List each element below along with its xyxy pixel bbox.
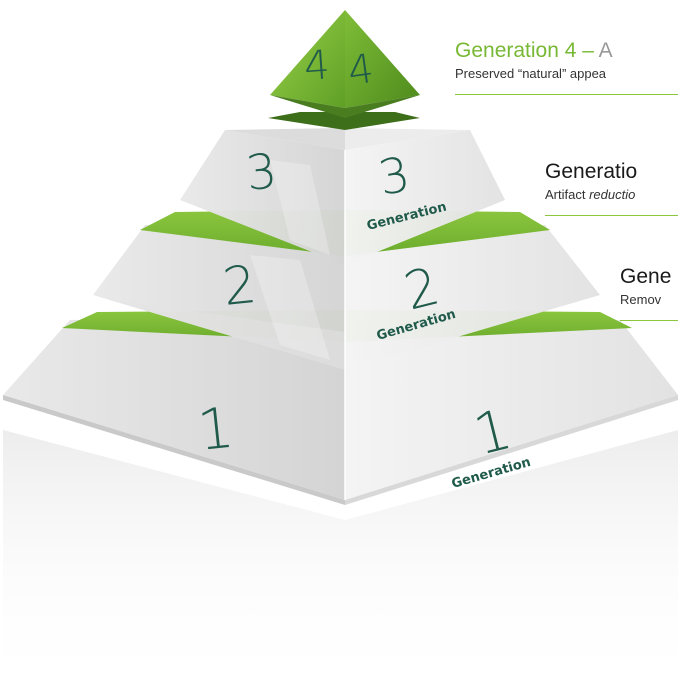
level-4-right-numeral: 4 <box>345 46 377 95</box>
level-1-left-numeral: 1 <box>195 396 237 464</box>
caption-3-title: Generatio <box>545 160 638 183</box>
caption-2-desc: Remov <box>620 292 662 307</box>
caption-generation-4: Generation 4 – A Preserved “natural” app… <box>455 39 678 95</box>
pyramid-reflection <box>3 430 678 693</box>
caption-3-desc-italic: reductio <box>589 187 636 202</box>
caption-4-divider <box>455 94 678 95</box>
caption-2-divider <box>620 320 678 321</box>
caption-2-title: Gene <box>620 265 672 288</box>
caption-generation-3: Generatio Artifact reductio <box>545 160 678 216</box>
caption-4-dash: – <box>576 39 599 62</box>
level-4-left-numeral: 4 <box>302 42 331 90</box>
green-band-3 <box>268 112 420 130</box>
pyramid-cap-4 <box>270 10 420 118</box>
pyramid-level-1 <box>3 318 678 505</box>
level-3-left-numeral: 3 <box>243 143 279 202</box>
caption-3-desc-plain: Artifact <box>545 187 590 202</box>
caption-3-divider <box>545 215 678 216</box>
caption-4-title-rest: A <box>598 39 613 62</box>
caption-4-desc: Preserved “natural” appea <box>455 66 607 81</box>
caption-4-title-green: Generation 4 <box>455 39 577 62</box>
pyramid-level-3 <box>180 128 505 265</box>
caption-4-title: Generation 4 – A <box>455 39 678 63</box>
caption-3-desc: Artifact reductio <box>545 187 678 203</box>
level-2-left-numeral: 2 <box>220 255 259 318</box>
caption-generation-2: Gene Remov <box>620 265 678 321</box>
